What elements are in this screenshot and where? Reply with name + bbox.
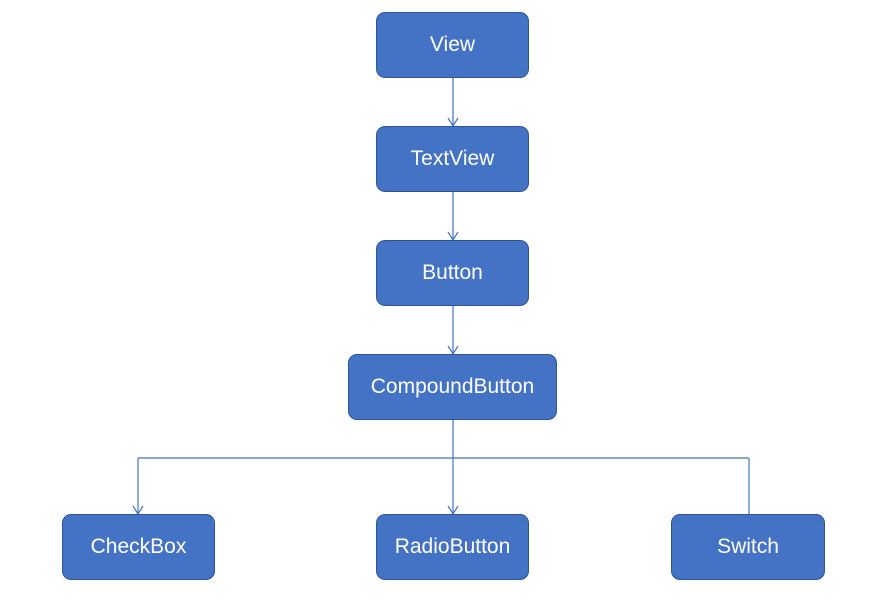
node-view: View <box>376 12 529 78</box>
node-view-label: View <box>429 33 476 56</box>
node-radiobutton: RadioButton <box>376 514 529 580</box>
node-compoundbutton: CompoundButton <box>348 354 557 420</box>
node-button-label: Button <box>422 261 483 284</box>
node-checkbox: CheckBox <box>62 514 215 580</box>
node-compoundbutton-label: CompoundButton <box>370 375 535 398</box>
node-switch: Switch <box>671 514 825 580</box>
node-radiobutton-label: RadioButton <box>394 535 511 558</box>
node-textview: TextView <box>376 126 529 192</box>
node-checkbox-label: CheckBox <box>90 535 187 558</box>
node-switch-label: Switch <box>717 535 779 558</box>
node-button: Button <box>376 240 529 306</box>
node-textview-label: TextView <box>410 147 495 170</box>
